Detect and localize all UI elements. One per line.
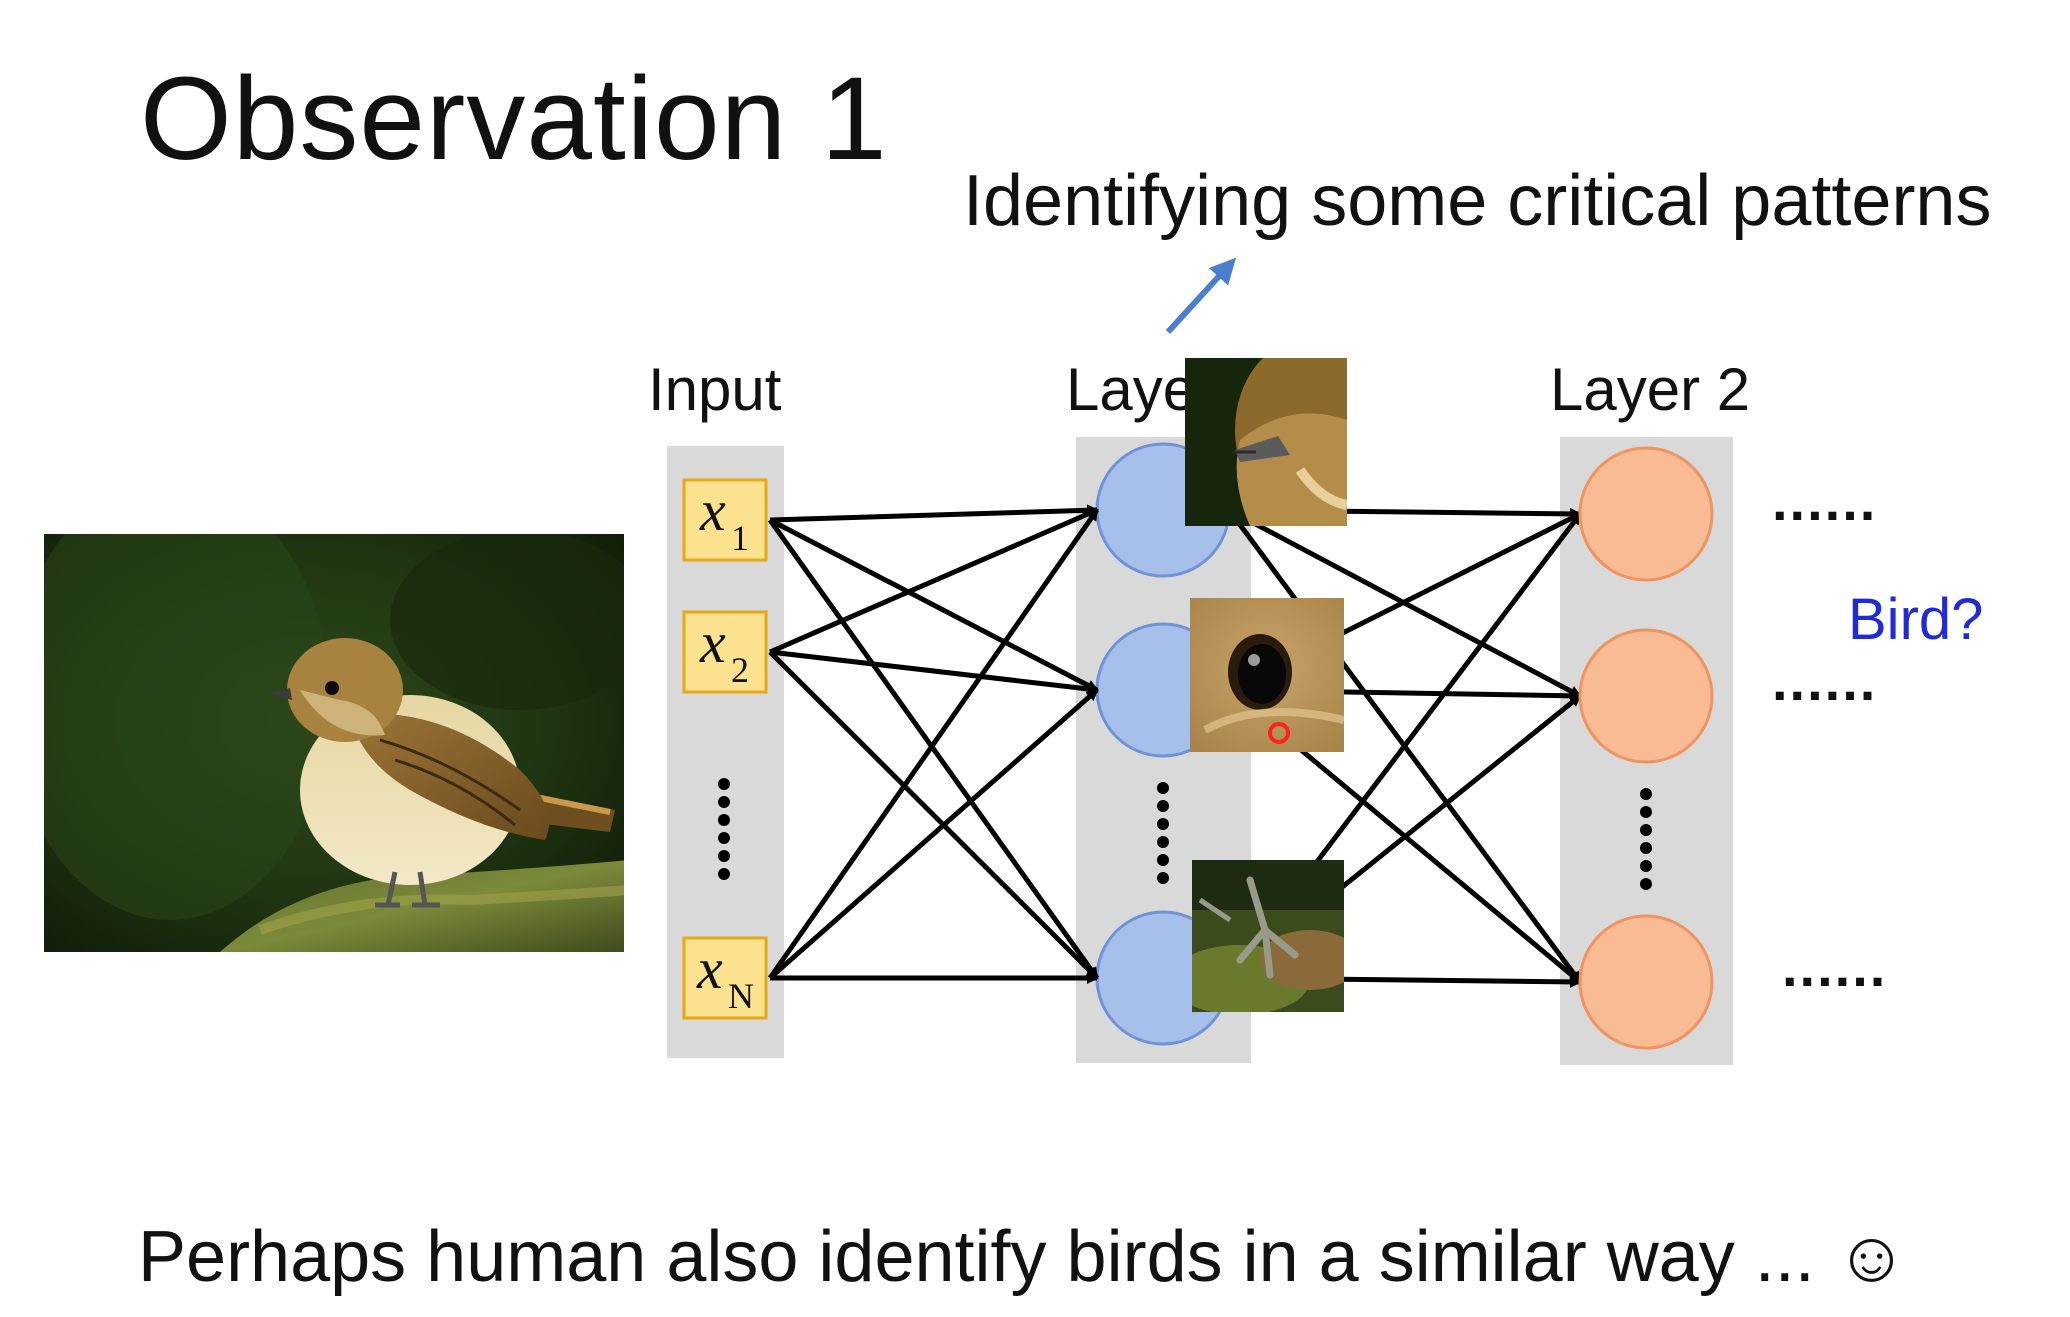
pattern-annotation: Identifying some critical patterns: [963, 161, 1992, 241]
layer2-neuron: [1578, 914, 1714, 1050]
layer1-vertical-ellipsis: [1157, 782, 1169, 884]
bird-photo: [44, 534, 624, 952]
input-node-x1: x 1: [682, 478, 768, 562]
input-node-x2: x 2: [682, 610, 768, 694]
input-label: Input: [648, 356, 782, 423]
input-var: x: [699, 478, 726, 543]
claw-patch: [1192, 860, 1344, 1012]
input-vertical-ellipsis: [718, 778, 730, 880]
output-question-label: Bird?: [1848, 587, 1984, 652]
input-sub: 1: [731, 518, 749, 558]
eye-patch: [1190, 598, 1344, 752]
trailing-ellipsis: ......: [1772, 649, 1877, 712]
layer2-neuron: [1578, 446, 1714, 582]
input-var: x: [696, 936, 723, 1001]
layer2-label: Layer 2: [1550, 356, 1750, 423]
slide-caption: Perhaps human also identify birds in a s…: [138, 1217, 1909, 1297]
layer2-vertical-ellipsis: [1640, 788, 1652, 890]
input-to-layer1-connections: [767, 504, 1100, 984]
trailing-ellipsis: ......: [1772, 469, 1877, 532]
beak-patch: [1185, 358, 1347, 526]
input-node-xn: x N: [682, 936, 768, 1020]
layer2-neuron: [1578, 628, 1714, 764]
input-sub: 2: [731, 650, 749, 690]
layer2-neurons: [1578, 446, 1714, 1050]
trailing-ellipsis: ......: [1782, 935, 1887, 998]
input-sub: N: [728, 976, 754, 1016]
annotation-arrow: [1165, 257, 1237, 335]
slide-title: Observation 1: [140, 53, 888, 185]
input-var: x: [699, 610, 726, 675]
